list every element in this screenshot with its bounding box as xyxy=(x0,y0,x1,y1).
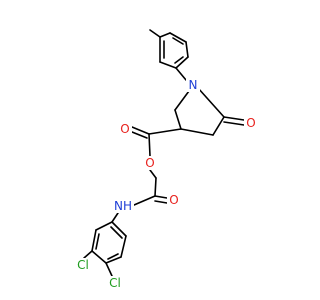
methyl-bond xyxy=(149,29,161,38)
ring-nitrogen-label: N xyxy=(189,78,198,92)
chlorine-para-atom: Cl xyxy=(106,276,124,290)
tolyl-inner-bond-b xyxy=(174,56,184,64)
tolyl-bond-4 xyxy=(175,56,189,69)
amide-co-bond-b xyxy=(154,200,168,204)
ring-bond-ch2-co xyxy=(212,116,225,136)
chlorine-para-label: Cl xyxy=(109,276,121,290)
amide-oxygen-atom: O xyxy=(167,193,181,207)
ester-oxygen-label: O xyxy=(145,156,154,170)
ring-bond-n-ch2 xyxy=(174,90,190,111)
ester-o-ch2-bond xyxy=(149,169,157,179)
ester-carbonyl-oxygen-label: O xyxy=(120,122,129,136)
ester-oxygen-atom: O xyxy=(143,156,157,170)
tolyl-bond-1 xyxy=(159,32,171,38)
ester-c-o-bond xyxy=(148,133,151,157)
ring-nitrogen-atom: N xyxy=(186,78,200,92)
chlorine-meta-atom: Cl xyxy=(74,258,92,272)
aryl-bond-2 xyxy=(91,229,97,252)
amide-nh-label: NH xyxy=(114,199,132,213)
tolyl-inner-bond-a xyxy=(172,37,184,45)
aryl-bond-4 xyxy=(105,256,122,264)
molecule-structure: N O O O O NH Cl Cl xyxy=(74,29,258,290)
cl-para-bond xyxy=(105,262,113,277)
lactam-oxygen-label: O xyxy=(246,116,255,130)
ester-co-bond-a xyxy=(131,126,150,135)
ester-co-bond-b xyxy=(131,131,148,139)
benzyl-bond-1 xyxy=(175,67,187,81)
tolyl-bond-2 xyxy=(169,32,187,43)
cl-meta-bond xyxy=(83,250,93,259)
tolyl-bond-3 xyxy=(185,41,189,58)
aryl-bond-3 xyxy=(91,250,107,264)
chlorine-meta-label: Cl xyxy=(77,258,89,272)
ring-to-ester-carbon xyxy=(148,128,182,135)
aryl-inner-bond-a xyxy=(95,233,100,250)
ring-bond-co-n xyxy=(197,87,225,118)
aryl-bond-6 xyxy=(111,221,127,237)
aryl-bond-5 xyxy=(120,235,127,258)
amide-nh-atom: NH xyxy=(112,199,134,213)
amide-oxygen-label: O xyxy=(169,193,178,207)
ester-carbonyl-oxygen-atom: O xyxy=(118,122,132,136)
aryl-bond-1 xyxy=(95,221,113,231)
lactam-co-bond-a xyxy=(223,116,245,121)
aryl-inner-bond-c xyxy=(110,226,123,239)
ring-bond-ch2-ch xyxy=(174,109,182,130)
ch2-amide-carbon-bond xyxy=(154,177,157,197)
lactam-oxygen-atom: O xyxy=(244,116,258,130)
aryl-inner-bond-b xyxy=(107,253,119,260)
lactam-co-bond-b xyxy=(223,121,245,126)
ring-bond-ch-ch2 xyxy=(180,128,214,136)
amide-co-bond-a xyxy=(154,195,168,199)
bonds-layer xyxy=(83,29,245,277)
nh-aryl-bond xyxy=(111,212,119,223)
tolyl-bond-5 xyxy=(159,61,177,69)
amide-c-n-bond xyxy=(133,195,156,206)
atom-labels-layer: N O O O O NH Cl Cl xyxy=(74,78,258,290)
